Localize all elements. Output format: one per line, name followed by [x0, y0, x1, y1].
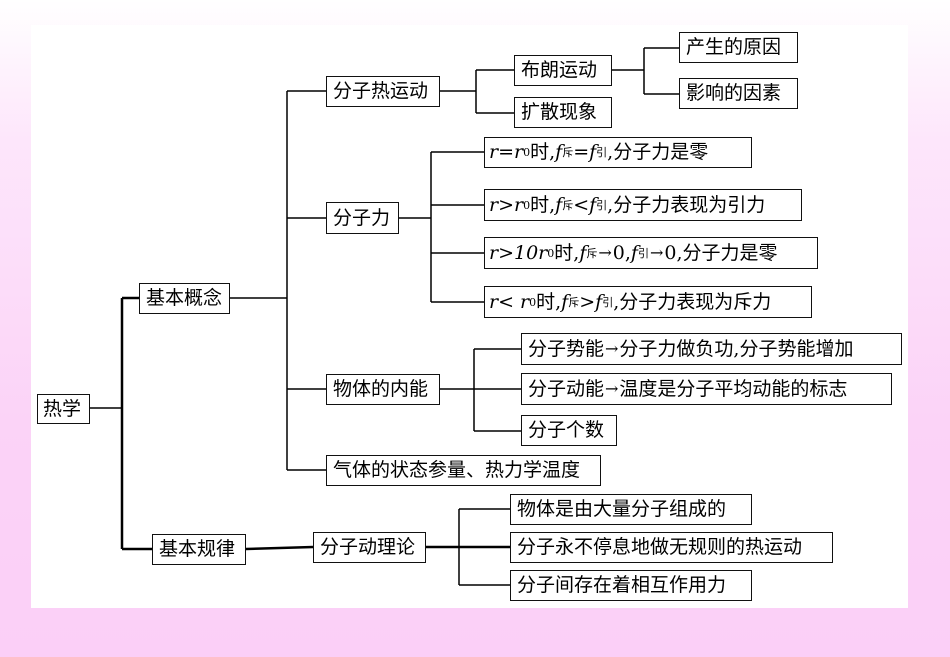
- basic-concepts-node: 基本概念: [139, 283, 230, 314]
- force-case-equal-f1: f: [555, 141, 563, 163]
- basic-laws-node: 基本规律: [152, 534, 246, 565]
- force-case-greater-f2: f: [589, 193, 597, 216]
- force-case-greater-cond: r>r: [489, 193, 524, 216]
- force-case-equal-sub: 0: [523, 146, 531, 159]
- force-case-far-tail: 分子力是零: [682, 241, 778, 264]
- root-label: 热学: [43, 397, 82, 420]
- force-case-far-sub: 0: [547, 246, 555, 260]
- force-case-far-z2: 0,: [664, 241, 683, 264]
- force-case-less-when: 时,: [536, 290, 562, 313]
- root-node: 热学: [37, 394, 90, 424]
- force-case-far-arrow1: →: [598, 243, 612, 262]
- force-case-equal-cond: r=r: [489, 141, 524, 163]
- potential-energy-head: 分子势能: [528, 337, 605, 360]
- force-case-greater-when: 时,: [530, 193, 556, 216]
- force-case-less-tail: ,分子力表现为斥力: [613, 290, 772, 313]
- potential-energy-arrow: →: [605, 339, 619, 358]
- force-case-greater-rel: <: [573, 193, 590, 216]
- molecular-force-node: 分子力: [326, 202, 399, 234]
- basic-laws-label: 基本规律: [159, 538, 236, 560]
- state-params-node: 气体的状态参量、热力学温度: [326, 455, 601, 486]
- law-thermal-motion-node: 分子永不停息地做无规则的热运动: [510, 532, 833, 563]
- force-case-far-f2: f: [630, 241, 638, 264]
- force-case-greater-s1: 斥: [562, 198, 574, 212]
- force-case-far-cond: r>10r: [489, 241, 548, 264]
- kinetic-energy-tail: 温度是分子平均动能的标志: [619, 377, 848, 400]
- law-thermal-motion-label: 分子永不停息地做无规则的热运动: [517, 536, 803, 558]
- potential-energy-tail: 分子力做负功,分子势能增加: [619, 337, 854, 360]
- molecular-force-label: 分子力: [333, 206, 391, 229]
- influencing-factors-label: 影响的因素: [686, 82, 782, 104]
- kinetic-energy-arrow: →: [605, 379, 619, 398]
- brownian-motion-node: 布朗运动: [514, 55, 612, 86]
- diffusion-label: 扩散现象: [521, 101, 598, 123]
- law-interaction-node: 分子间存在着相互作用力: [510, 570, 752, 601]
- force-case-greater-s2: 引: [596, 198, 608, 212]
- force-case-far-s2: 引: [637, 246, 649, 260]
- kinetic-theory-node: 分子动理论: [313, 532, 426, 563]
- force-case-far-f1: f: [579, 241, 587, 264]
- kinetic-energy-head: 分子动能: [528, 377, 605, 400]
- law-composition-node: 物体是由大量分子组成的: [510, 494, 752, 525]
- brownian-motion-label: 布朗运动: [521, 59, 598, 81]
- molecule-count-label: 分子个数: [528, 419, 605, 441]
- cause-label: 产生的原因: [686, 36, 782, 58]
- diffusion-node: 扩散现象: [514, 97, 612, 128]
- basic-concepts-label: 基本概念: [146, 287, 223, 309]
- influencing-factors-node: 影响的因素: [679, 78, 798, 109]
- kinetic-energy-node: 分子动能→温度是分子平均动能的标志: [521, 373, 892, 405]
- force-case-greater-f1: f: [555, 193, 563, 216]
- force-case-less-sub: 0: [529, 295, 537, 309]
- force-case-equal-when: 时,: [530, 141, 556, 163]
- law-interaction-label: 分子间存在着相互作用力: [517, 574, 727, 596]
- force-case-far-z1: 0,: [612, 241, 631, 264]
- force-case-less-cond: r< r: [489, 290, 530, 313]
- cause-node: 产生的原因: [679, 32, 798, 63]
- force-case-far-when: 时,: [554, 241, 580, 264]
- force-case-equal-tail: ,分子力是零: [607, 141, 709, 163]
- internal-energy-label: 物体的内能: [333, 378, 429, 400]
- kinetic-theory-label: 分子动理论: [320, 536, 416, 558]
- force-case-equal-f2: f: [589, 141, 597, 163]
- force-case-less-f1: f: [561, 290, 569, 313]
- force-case-less-s1: 斥: [568, 295, 580, 309]
- force-case-greater-tail: ,分子力表现为引力: [607, 193, 766, 216]
- force-case-equal-s2: 引: [596, 146, 608, 159]
- force-case-less-s2: 引: [602, 295, 614, 309]
- molecule-count-node: 分子个数: [521, 415, 617, 446]
- law-composition-label: 物体是由大量分子组成的: [517, 498, 727, 520]
- force-case-less-f2: f: [595, 290, 603, 313]
- force-case-less-rel: >: [579, 290, 596, 313]
- potential-energy-node: 分子势能→分子力做负功,分子势能增加: [521, 333, 902, 365]
- force-case-equal-rel: =: [573, 141, 590, 163]
- force-case-far-s1: 斥: [586, 246, 598, 260]
- force-case-greater-sub: 0: [523, 198, 531, 212]
- force-case-equal-s1: 斥: [562, 146, 574, 159]
- molecular-thermal-motion-node: 分子热运动: [326, 76, 440, 107]
- molecular-thermal-motion-label: 分子热运动: [333, 80, 429, 102]
- force-case-far-arrow2: →: [649, 243, 664, 262]
- internal-energy-node: 物体的内能: [326, 374, 440, 405]
- state-params-label: 气体的状态参量、热力学温度: [333, 459, 581, 481]
